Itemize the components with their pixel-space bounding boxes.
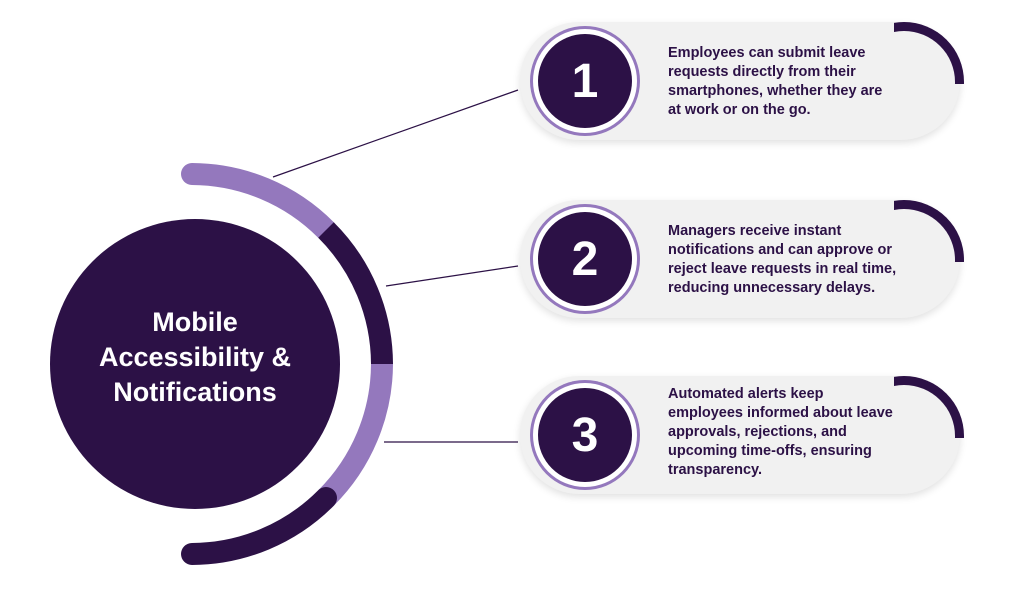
- item-text-line: employees informed about leave: [668, 405, 893, 421]
- outer-arc-segment-4: [181, 487, 337, 565]
- item-text-line: Employees can submit leave: [668, 45, 866, 61]
- item-text-line: reject leave requests in real time,: [668, 261, 897, 277]
- item-description: Automated alerts keep employees informed…: [668, 385, 930, 480]
- item-number-badge: 1: [538, 34, 632, 128]
- item-card-2: 2 Managers receive instant notifications…: [520, 200, 960, 318]
- item-text-line: upcoming time-offs, ensuring: [668, 443, 872, 459]
- item-description: Managers receive instant notifications a…: [668, 222, 930, 298]
- item-text-line: smartphones, whether they are: [668, 83, 883, 99]
- item-text-line: approvals, rejections, and: [668, 424, 847, 440]
- hub-title-line-3: Notifications: [113, 377, 277, 407]
- item-text-line: at work or on the go.: [668, 102, 811, 118]
- hub-title-line-1: Mobile: [152, 307, 238, 337]
- hub-title: Mobile Accessibility & Notifications: [60, 305, 330, 410]
- outer-arc-segment-3: [318, 363, 393, 506]
- item-text-line: notifications and can approve or: [668, 242, 892, 258]
- item-description: Employees can submit leave requests dire…: [668, 44, 930, 120]
- connector-line-2: [385, 265, 519, 287]
- item-text-line: requests directly from their: [668, 64, 856, 80]
- item-number-badge: 2: [538, 212, 632, 306]
- item-text-line: Automated alerts keep: [668, 386, 824, 402]
- item-text-line: Managers receive instant: [668, 223, 842, 239]
- hub-circle: [50, 219, 340, 509]
- connector-line-1: [272, 89, 519, 178]
- outer-arc-segment-2: [318, 222, 393, 365]
- item-number-badge: 3: [538, 388, 632, 482]
- item-text-line: transparency.: [668, 462, 763, 478]
- hub-title-line-2: Accessibility &: [98, 342, 292, 372]
- item-card-3: 3 Automated alerts keep employees inform…: [520, 376, 960, 494]
- outer-arc-segment-1: [181, 163, 337, 241]
- item-text-line: reducing unnecessary delays.: [668, 280, 876, 296]
- item-card-1: 1 Employees can submit leave requests di…: [520, 22, 960, 140]
